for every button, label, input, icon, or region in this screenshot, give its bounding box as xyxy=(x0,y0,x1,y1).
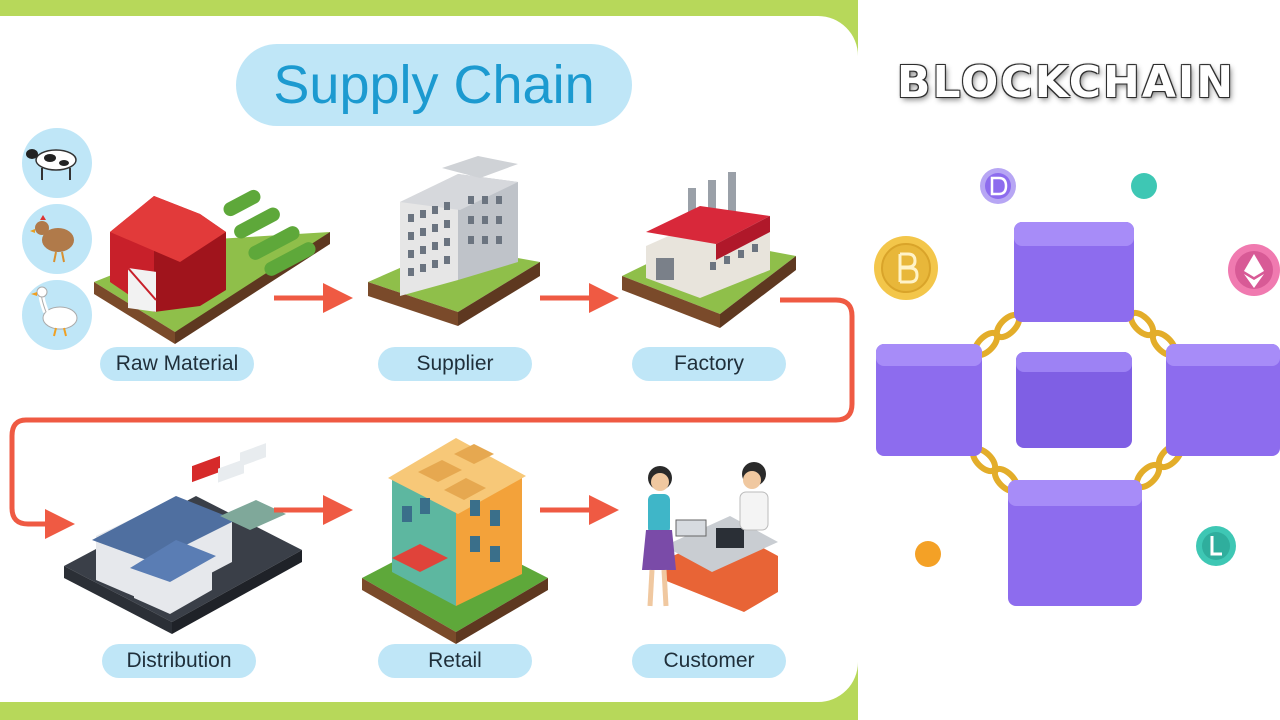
stage-label-retail: Retail xyxy=(378,644,532,678)
teal-dot-icon xyxy=(1131,173,1157,199)
cow-icon xyxy=(26,149,77,180)
cube-center xyxy=(1016,352,1132,448)
stage-label-customer: Customer xyxy=(632,644,786,678)
flow-arrows xyxy=(9,283,855,539)
supplier-building xyxy=(368,156,540,326)
stage-label-supplier: Supplier xyxy=(378,347,532,381)
stage-label-distribution: Distribution xyxy=(102,644,256,678)
stage-label-raw-material: Raw Material xyxy=(100,347,254,381)
cube-right xyxy=(1166,344,1280,456)
ethereum-coin-icon xyxy=(1228,244,1280,296)
crop-rows xyxy=(223,189,316,276)
orange-dot-icon xyxy=(915,541,941,567)
cube-top xyxy=(1014,222,1134,322)
cube-bottom xyxy=(1008,480,1142,606)
cube-left xyxy=(876,344,982,456)
bitcoin-coin-icon xyxy=(874,236,938,300)
goose-icon xyxy=(31,286,78,337)
diagram-title-pill: Supply Chain xyxy=(236,44,632,126)
diagram-title: Supply Chain xyxy=(273,55,595,115)
farm-illustration xyxy=(94,189,330,344)
customer-scene xyxy=(642,462,778,612)
arrow-factory-to-distribution xyxy=(9,297,855,539)
distribution-warehouse xyxy=(64,443,302,634)
factory-building xyxy=(622,172,796,328)
litecoin-coin-icon xyxy=(1196,526,1236,566)
dash-coin-icon xyxy=(980,168,1016,204)
chicken-icon xyxy=(30,215,74,263)
retail-building xyxy=(362,438,548,644)
stage-label-factory: Factory xyxy=(632,347,786,381)
blockchain-title: BLOCKCHAIN xyxy=(896,56,1236,108)
